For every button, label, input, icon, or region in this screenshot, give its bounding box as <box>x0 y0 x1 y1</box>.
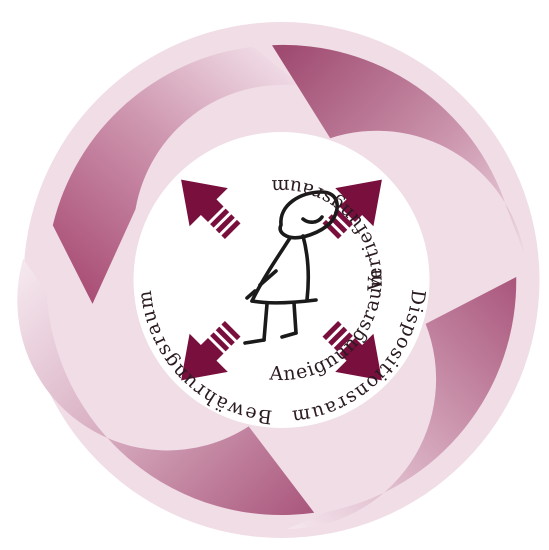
segment-vertiefungsraum <box>286 277 517 529</box>
arrow-head <box>181 179 228 227</box>
arrow-stripe <box>333 208 353 228</box>
arrow-stripe <box>221 321 241 341</box>
arrow-stripe <box>221 219 241 239</box>
arrow-head <box>335 333 382 381</box>
arrow-head <box>335 179 382 227</box>
arrow-down-left <box>181 321 241 381</box>
arrow-head <box>181 333 228 381</box>
arrow-stripe <box>210 208 230 228</box>
arrow-stripe <box>210 332 230 352</box>
arrow-up-left <box>181 179 241 239</box>
arrow-stripe <box>333 332 353 352</box>
arrow-stripe <box>328 326 348 346</box>
segment-bewaehrungsraum <box>272 44 525 255</box>
arrow-stripe <box>215 326 235 346</box>
segment-dispositionsraum <box>52 46 301 304</box>
stick-figure-icon <box>243 190 339 345</box>
arrow-down-right <box>322 321 382 381</box>
segment-aneignungsraum <box>17 258 315 516</box>
arrow-stripe <box>322 321 342 341</box>
arrow-stripe <box>215 214 235 234</box>
